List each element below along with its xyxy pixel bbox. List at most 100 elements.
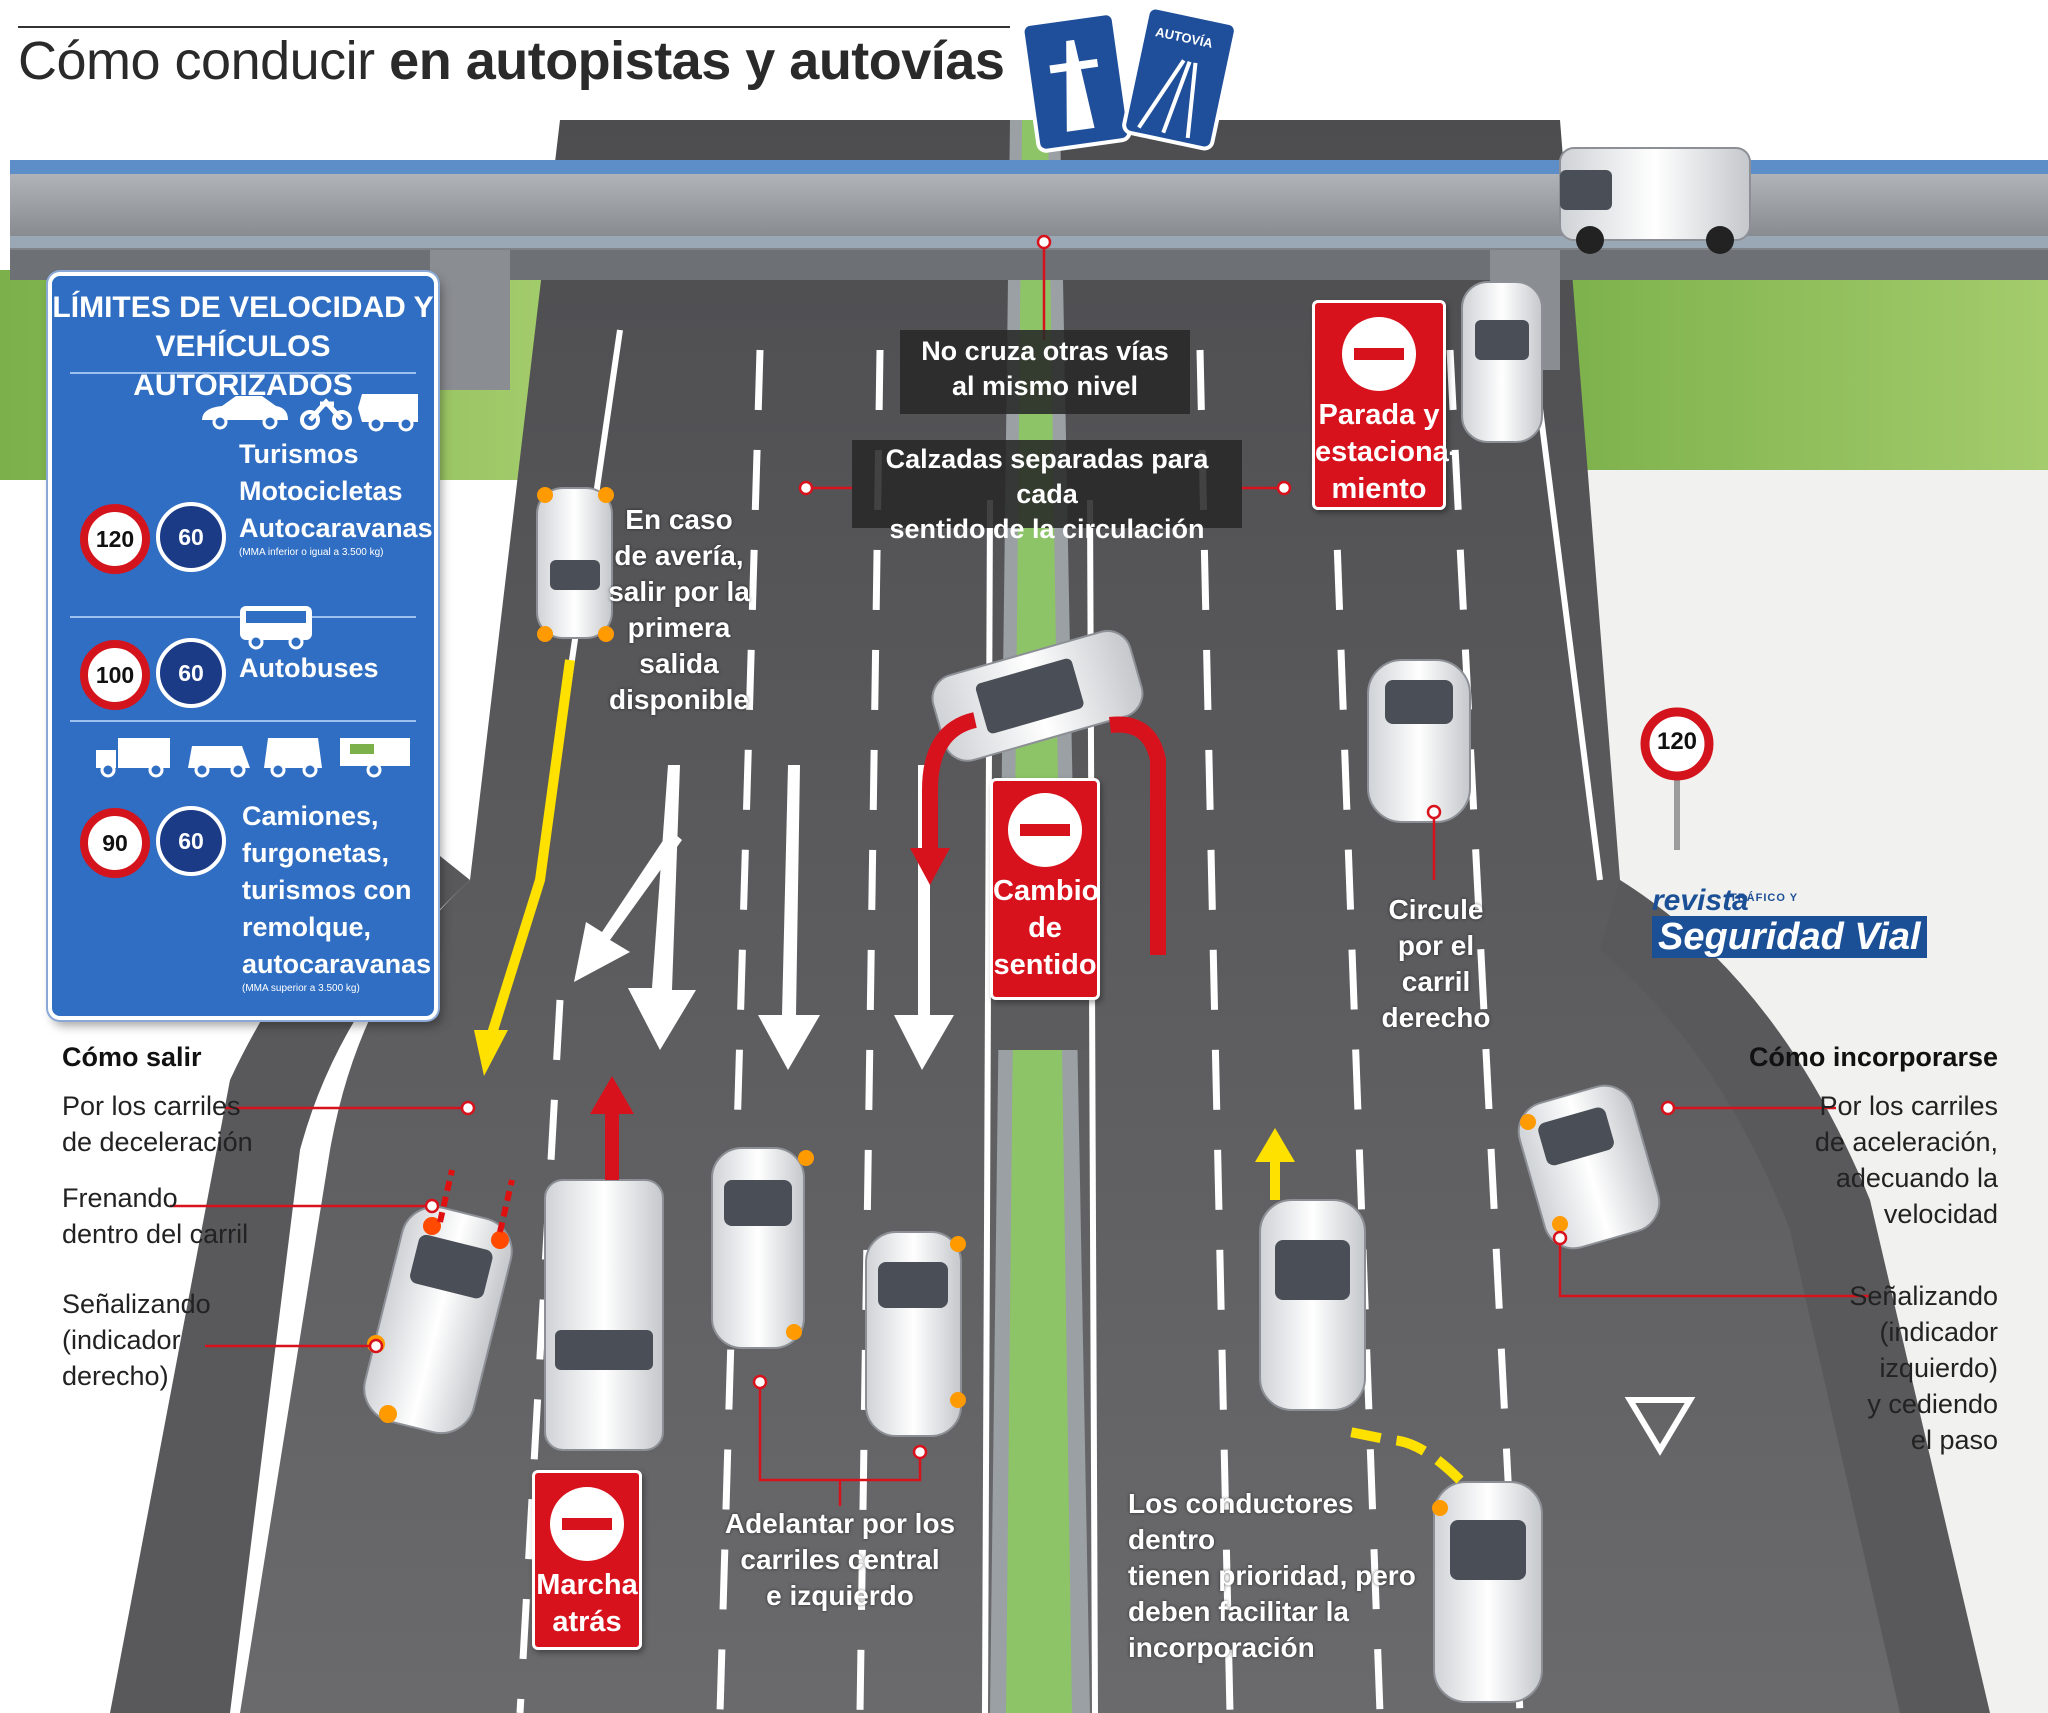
limits-title: LÍMITES DE VELOCIDAD Y VEHÍCULOS AUTORIZ… — [52, 288, 434, 405]
label-motocicletas: Motocicletas — [239, 476, 403, 506]
max-speed-sign-100: 100 — [80, 640, 150, 710]
caption-line: salida — [639, 648, 719, 679]
car-broken-down — [536, 487, 614, 642]
limits-title-line1: LÍMITES DE VELOCIDAD Y — [52, 291, 434, 324]
caption-line: disponible — [609, 684, 749, 715]
no-entry-icon — [1008, 793, 1082, 867]
title-bold: en autopistas y autovías — [389, 31, 1005, 91]
no-entry-icon — [1342, 317, 1416, 391]
incorporarse-section: Cómo incorporarse — [1749, 1042, 1998, 1073]
van-on-bridge — [1559, 147, 1751, 254]
salir-line: de deceleración — [62, 1127, 253, 1157]
panel-line: sentido — [993, 949, 1097, 981]
incorporarse-line: (indicador — [1879, 1317, 1998, 1347]
salir-line: Señalizando — [62, 1289, 211, 1319]
car-parked — [1461, 281, 1543, 443]
brand-revista: revista — [1652, 884, 1749, 917]
caption-line: al mismo nivel — [951, 371, 1139, 401]
label-turismos: Turismos — [239, 439, 359, 469]
prohibition-parada: Parada y estaciona- miento — [1312, 300, 1458, 510]
incorporarse-line: de aceleración, — [1814, 1127, 1998, 1157]
salir-item-1: Por los carriles de deceleración — [62, 1088, 253, 1160]
no-entry-icon — [550, 1487, 624, 1561]
caption-adelantar: Adelantar por los carriles central e izq… — [720, 1506, 960, 1614]
note-mma-inferior: (MMA inferior o igual a 3.500 kg) — [239, 547, 384, 558]
car-inside-lane — [1259, 1199, 1366, 1411]
exit-arrow — [485, 659, 575, 1042]
caption-line: Calzadas separadas para cada — [885, 444, 1209, 509]
van-reversing — [544, 1179, 664, 1451]
min-speed-sign-60: 60 — [156, 806, 226, 876]
incorporarse-line: adecuando la — [1835, 1163, 1998, 1193]
yield-marking — [1624, 1397, 1696, 1456]
incorporarse-item-1: Por los carriles de aceleración, adecuan… — [1815, 1088, 1998, 1232]
label-camiones: Camiones, — [242, 801, 379, 831]
salir-item-3: Señalizando (indicador derecho) — [62, 1286, 211, 1394]
car-right-lane — [1367, 659, 1471, 823]
panel-line: Marcha — [536, 1569, 638, 1601]
caption-line: tienen prioridad, pero — [1128, 1560, 1416, 1591]
label-remolque: remolque, — [242, 912, 372, 942]
incorporarse-line: y cediendo — [1867, 1389, 1998, 1419]
max-speed-sign-120: 120 — [80, 504, 150, 574]
caption-line: En caso — [625, 504, 733, 535]
limits-divider — [70, 720, 416, 722]
leader-lines — [170, 234, 1870, 1506]
salir-heading: Cómo salir — [62, 1042, 202, 1072]
car-exit — [363, 1169, 515, 1435]
incorporarse-heading: Cómo incorporarse — [1748, 1042, 1998, 1072]
lane-arrows — [574, 765, 954, 1070]
roadside-speed-value: 120 — [1656, 728, 1698, 755]
group3-labels: Camiones, furgonetas, turismos con remol… — [242, 798, 431, 994]
label-autocaravanas: autocaravanas — [242, 949, 432, 979]
salir-line: derecho) — [62, 1361, 169, 1391]
car-overtaking-left — [865, 1231, 966, 1437]
salir-item-2: Frenando dentro del carril — [62, 1180, 248, 1252]
car-moto-camper-icons — [202, 394, 418, 432]
speed-limits-panel: LÍMITES DE VELOCIDAD Y VEHÍCULOS AUTORIZ… — [48, 272, 438, 1020]
min-speed-sign-60: 60 — [156, 638, 226, 708]
caption-line: carril — [1401, 966, 1471, 997]
autovia-sign — [1122, 5, 1238, 151]
limits-divider — [70, 372, 416, 374]
car-entering — [1432, 1481, 1543, 1703]
min-speed-sign-60: 60 — [156, 502, 226, 572]
caption-line: Circule — [1388, 894, 1484, 925]
car-overtaking-center — [711, 1147, 814, 1349]
uturn-arrow-right — [1109, 716, 1166, 955]
salir-line: dentro del carril — [62, 1219, 249, 1249]
salir-section: Cómo salir — [62, 1042, 202, 1073]
caption-line: Adelantar por los — [724, 1508, 956, 1539]
caption-line: por el — [1397, 930, 1475, 961]
panel-line: de — [1028, 912, 1062, 944]
bus-icon — [240, 606, 312, 650]
title-rule — [18, 26, 1010, 28]
caption-line: de avería, — [614, 540, 744, 571]
car-uturn — [931, 629, 1144, 762]
brand-seguridad-vial: Seguridad Vial — [1652, 916, 1927, 958]
panel-line: miento — [1331, 473, 1427, 505]
caption-line: sentido de la circulación — [889, 514, 1205, 544]
salir-line: Por los carriles — [62, 1091, 241, 1121]
panel-line: atrás — [552, 1606, 622, 1638]
incorporarse-line: Señalizando — [1849, 1281, 1998, 1311]
panel-line: Cambio — [993, 875, 1100, 907]
caption-line: Los conductores dentro — [1128, 1488, 1354, 1555]
title-light: Cómo conducir — [18, 31, 375, 91]
salir-line: (indicador — [62, 1325, 181, 1355]
caption-line: deben facilitar la — [1128, 1596, 1349, 1627]
label-autobuses: Autobuses — [239, 653, 379, 683]
caption-averia: En caso de avería, salir por la primera … — [604, 502, 754, 718]
car-joining — [1517, 1084, 1661, 1250]
note-mma-superior: (MMA superior a 3.500 kg) — [242, 983, 360, 994]
autopista-sign — [1020, 11, 1132, 153]
caption-line: derecho — [1381, 1002, 1491, 1033]
caption-line: carriles central — [740, 1544, 940, 1575]
label-autocaravanas: Autocaravanas — [239, 513, 433, 543]
brand-sub: TRÁFICO Y — [1730, 892, 1799, 904]
label-furgonetas: furgonetas, — [242, 838, 390, 868]
incorporarse-line: Por los carriles — [1819, 1091, 1998, 1121]
label-turismos-con: turismos con — [242, 875, 412, 905]
prohibition-marcha-atras: Marcha atrás — [532, 1470, 642, 1650]
caption-calzadas: Calzadas separadas para cada sentido de … — [852, 440, 1242, 544]
